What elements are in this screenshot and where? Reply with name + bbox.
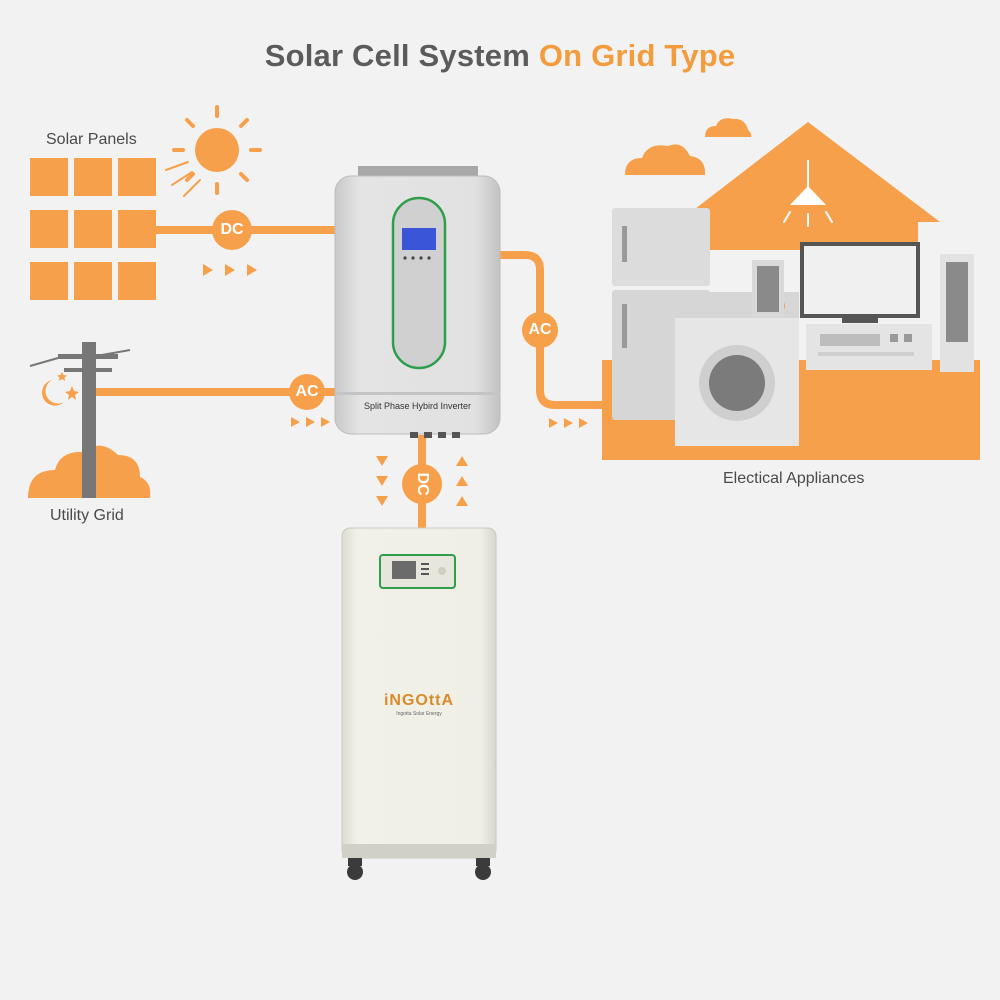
arrows-battery-up-icon	[456, 456, 468, 506]
arrows-grid-icon	[291, 417, 330, 427]
badge-ac-load-label: AC	[528, 321, 552, 338]
speaker-right-icon	[940, 254, 974, 372]
hybrid-inverter	[334, 166, 501, 438]
battery-brand-logo: iNGOttA	[383, 692, 455, 709]
inverter-front-panel	[391, 196, 447, 370]
diagram-title: Solar Cell System On Grid Type	[0, 38, 1000, 74]
sun-icon	[165, 105, 262, 197]
cloud-small-icon	[705, 118, 752, 137]
audio-receiver-icon	[806, 324, 932, 370]
inverter-buttons	[403, 256, 431, 260]
arrows-solar-icon	[203, 264, 257, 276]
moon-stars-icon	[41, 372, 79, 406]
battery-wheels	[347, 858, 491, 880]
badge-dc-solar-label: DC	[220, 221, 244, 238]
arrows-load-icon	[549, 418, 588, 428]
ceiling-lamp-icon	[783, 160, 833, 227]
label-appliances: Electical Appliances	[723, 470, 865, 487]
inverter-ports	[410, 432, 460, 438]
tv-icon	[800, 242, 920, 323]
sun-rays-icon	[165, 161, 201, 197]
badge-ac-grid	[289, 374, 325, 410]
power-pole-icon	[29, 342, 131, 498]
speaker-left-icon	[752, 260, 784, 318]
badge-ac-load	[522, 312, 558, 348]
title-part-2: On Grid Type	[538, 38, 736, 73]
badge-dc-battery	[402, 464, 442, 504]
badge-dc-solar	[212, 210, 252, 250]
label-utility-grid: Utility Grid	[50, 507, 124, 524]
cloud-house-icon	[625, 144, 706, 175]
solar-panels-icon	[30, 158, 156, 300]
badges	[212, 210, 558, 504]
inverter-label: Split Phase Hybird Inverter	[363, 401, 472, 411]
battery-cabinet	[341, 527, 497, 880]
title-part-1: Solar Cell System	[264, 38, 530, 73]
battery-brand-sub: Ingotta Solar Energy	[396, 711, 442, 717]
badge-dc-battery-label: DC	[414, 472, 431, 496]
inverter-lcd	[402, 228, 436, 250]
arrows-battery-down-icon	[376, 456, 388, 506]
utility-grid-icon	[28, 342, 151, 498]
label-solar-panels: Solar Panels	[46, 131, 137, 148]
badge-ac-grid-label: AC	[295, 383, 319, 400]
